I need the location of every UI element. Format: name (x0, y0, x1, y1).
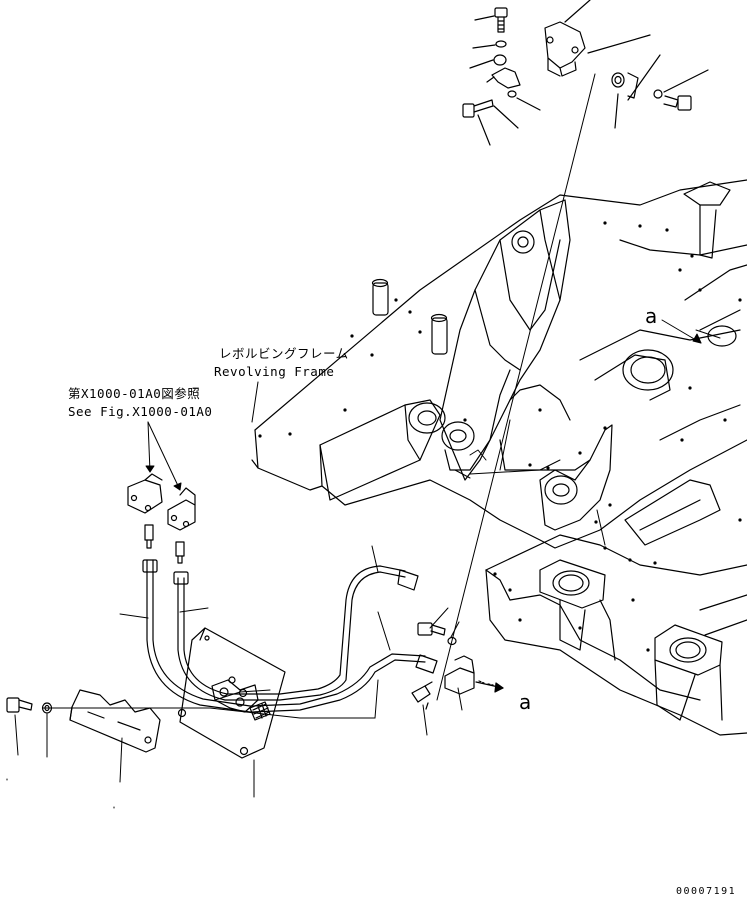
frame-bolt-holes (258, 221, 742, 565)
lower-frame (485, 534, 747, 736)
hose-brackets (127, 473, 196, 564)
reference-note-english: See Fig.X1000-01A0 (68, 404, 213, 419)
frame-label-english: Revolving Frame (214, 364, 335, 379)
view-marker-a-bottom: a (519, 690, 532, 714)
revolving-frame (251, 179, 747, 565)
document-number: 00007191 (676, 886, 737, 897)
sensor-parts (411, 622, 504, 710)
shield-cover (6, 689, 161, 753)
top-bracket-assembly (462, 0, 709, 146)
mounting-plate (177, 627, 286, 759)
reference-note-japanese: 第X1000-01A0図参照 (68, 386, 201, 401)
view-marker-a-top: a (645, 304, 658, 328)
hydraulic-hoses (142, 559, 438, 713)
frame-label-japanese: レボルビングフレーム (219, 346, 349, 361)
leader-lines (6, 73, 721, 809)
